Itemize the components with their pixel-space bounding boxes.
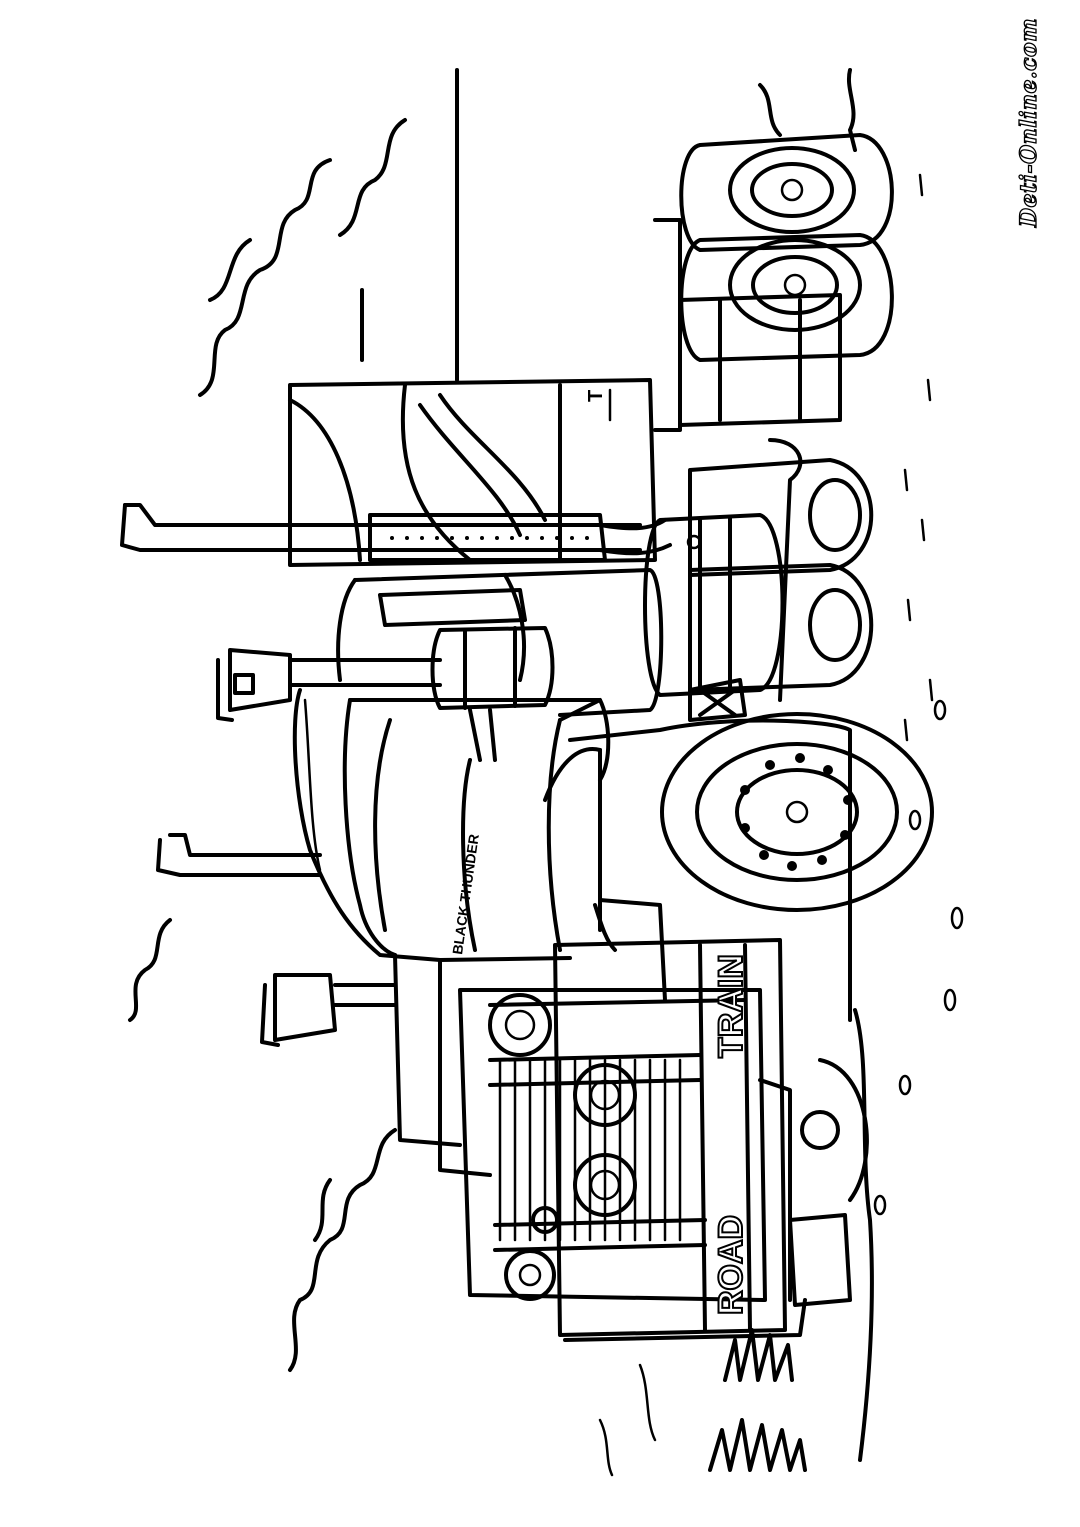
wheel-icon — [688, 438, 874, 702]
muffler-dots — [383, 523, 589, 552]
air-cleaner — [430, 626, 555, 762]
cab-badge: T — [585, 390, 607, 402]
cloud-icon — [128, 918, 172, 1022]
grille-text-top: TRAIN — [712, 954, 750, 1058]
sleeper-cab — [336, 568, 664, 717]
hood — [393, 678, 852, 1177]
grass — [598, 1328, 807, 1477]
mirror — [260, 973, 397, 1047]
cab — [292, 688, 611, 962]
cloud-icon — [198, 118, 407, 397]
ground-marks — [758, 68, 964, 1462]
cloud-icon — [288, 1128, 397, 1372]
exhaust-stack — [120, 503, 672, 562]
bull-bar — [488, 938, 807, 1342]
fuel-tank — [643, 513, 785, 697]
bumper — [758, 1058, 869, 1307]
wheel-icon — [660, 712, 934, 912]
wheel-icon — [653, 133, 894, 432]
trailer-box — [288, 378, 657, 567]
mirror — [156, 833, 322, 877]
door-text: BLACK THUNDER — [449, 833, 482, 955]
mirror — [216, 648, 442, 722]
headlight-icon — [488, 993, 637, 1301]
grille-text-bottom: ROAD — [712, 1215, 750, 1315]
horizon-lines — [360, 68, 459, 382]
